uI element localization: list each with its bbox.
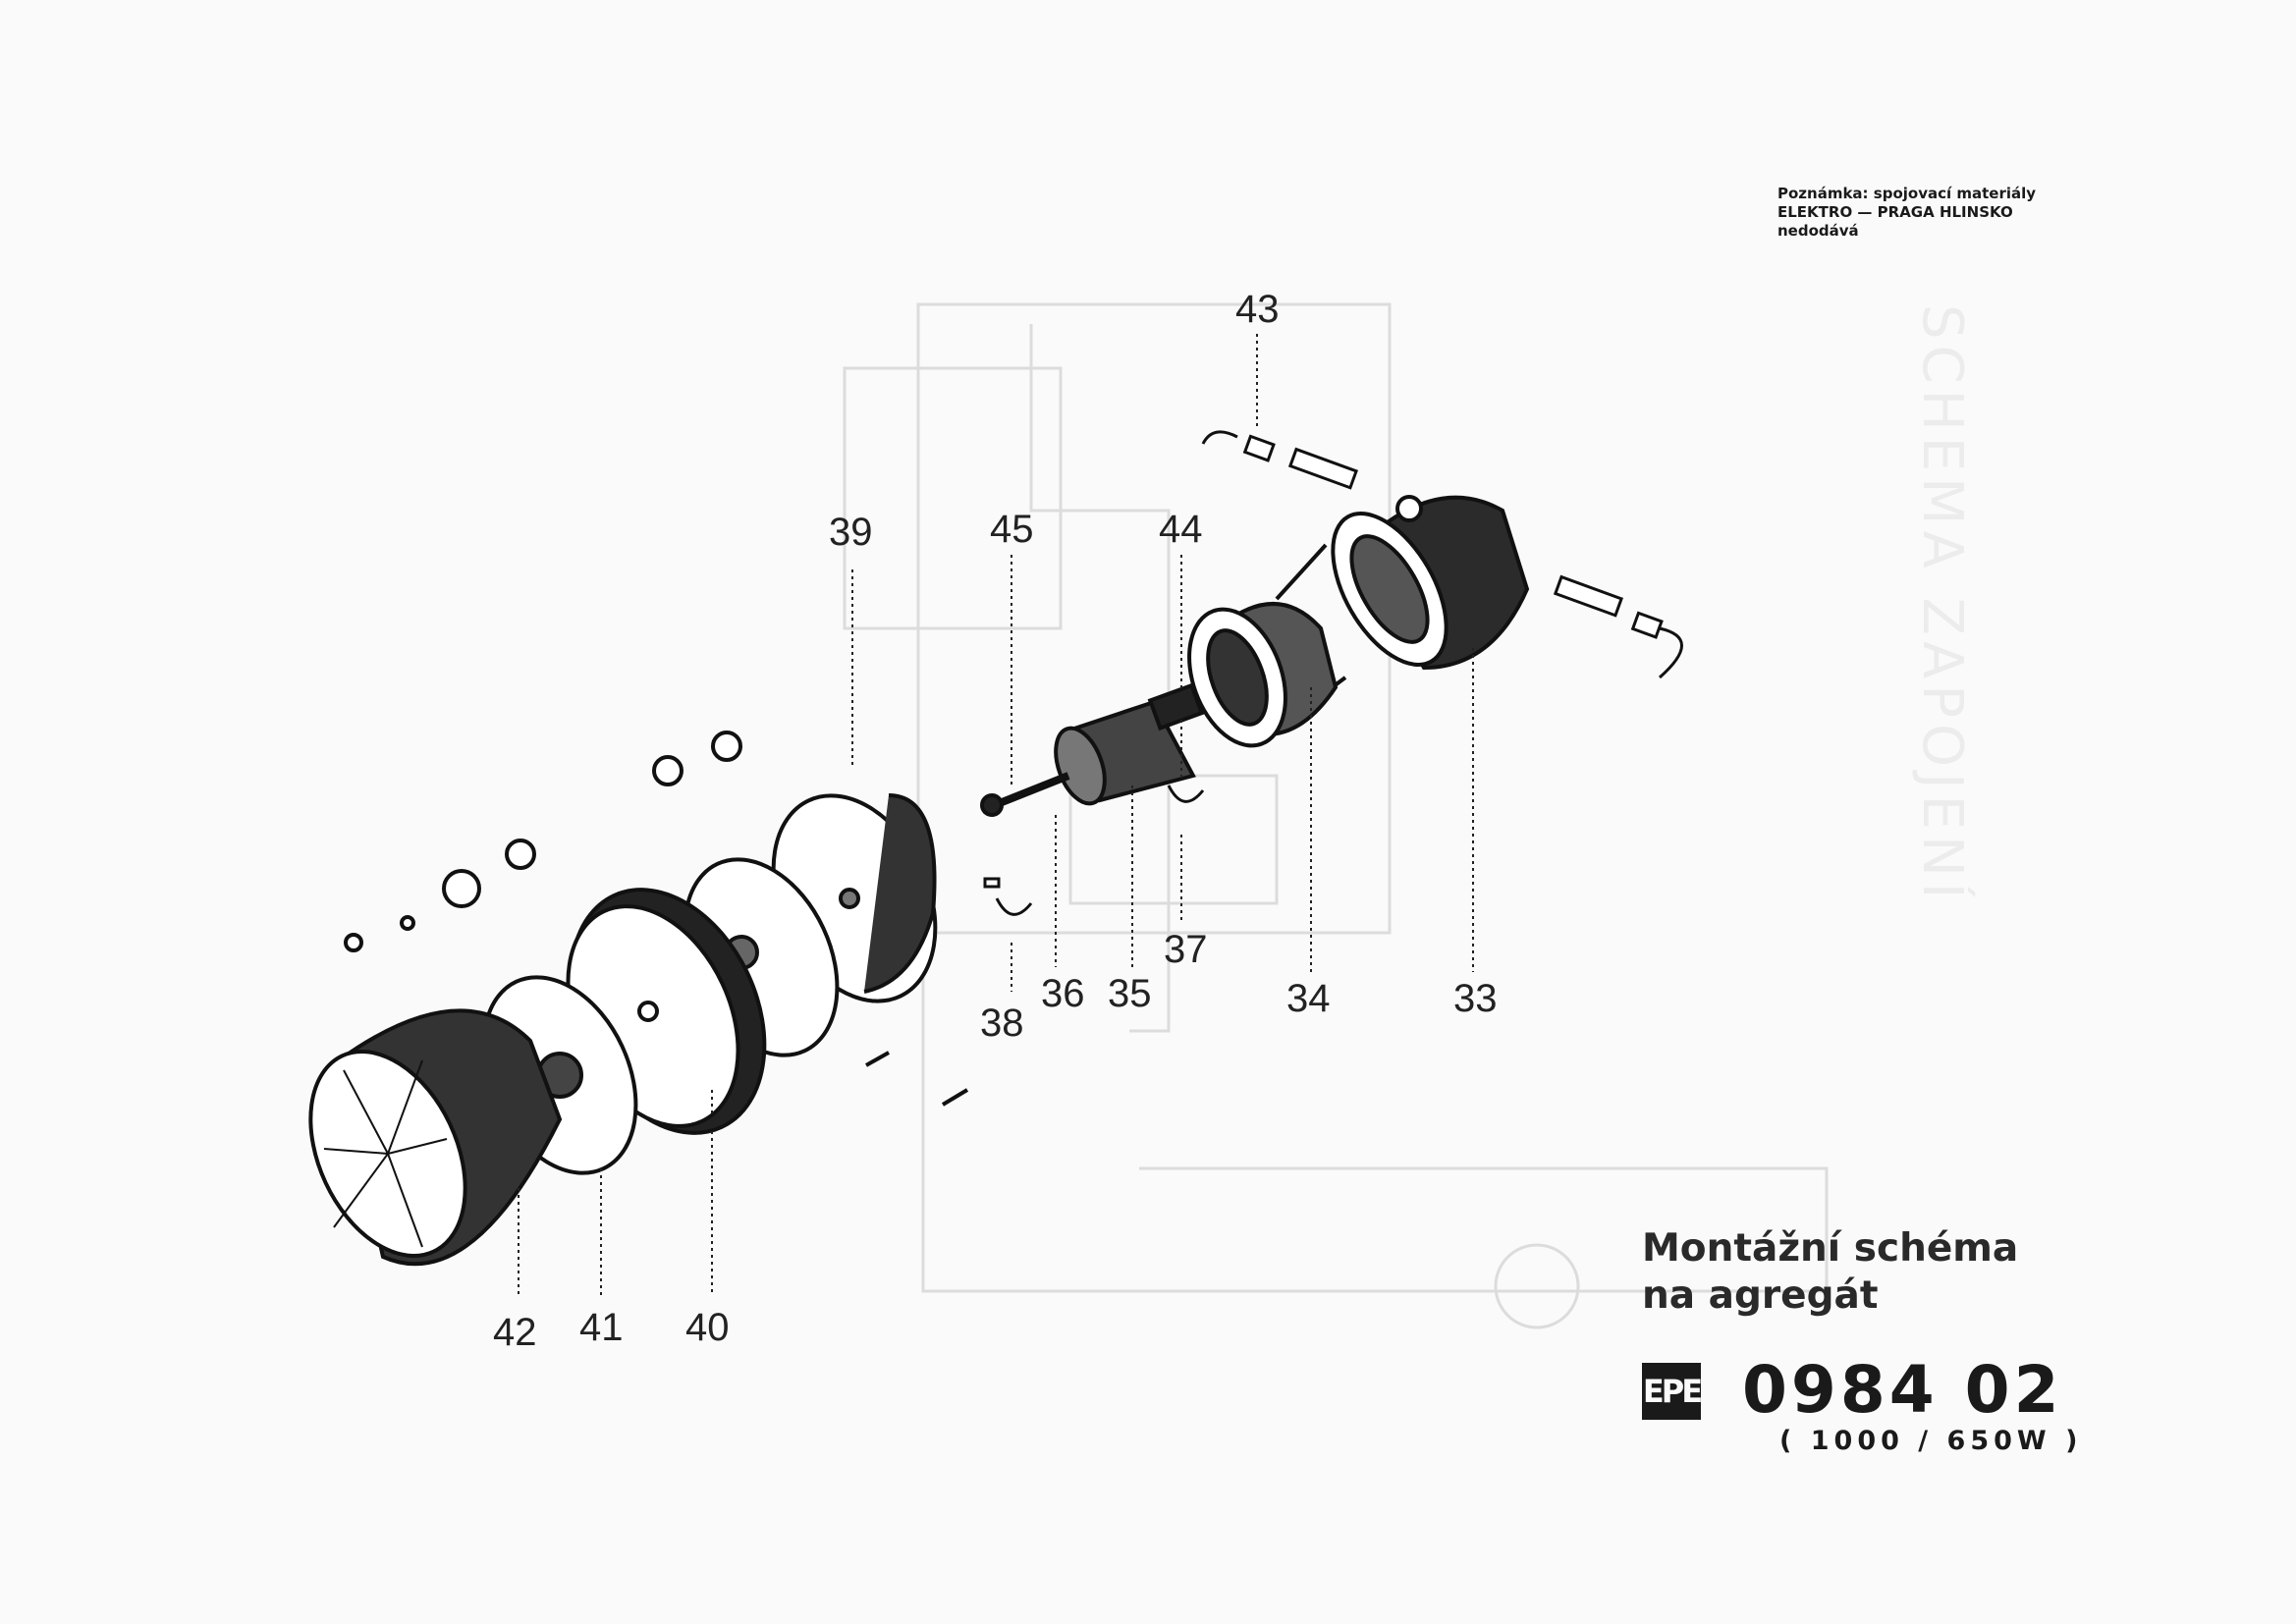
note-line-2: ELEKTRO — PRAGA HLINSKO <box>1777 203 2013 221</box>
manufacturer-logo: EPE <box>1642 1363 1703 1420</box>
background-schematic <box>843 302 1829 1329</box>
label-39: 39 <box>829 511 873 554</box>
part-35-rotor <box>980 682 1205 817</box>
label-45: 45 <box>990 508 1034 551</box>
note-line-1: Poznámka: spojovací materiály <box>1777 185 2037 202</box>
note-line-3: nedodává <box>1777 222 1859 240</box>
label-34: 34 <box>1286 977 1331 1020</box>
screws <box>865 1051 969 1107</box>
title-line-2: na agregát <box>1642 1273 1879 1318</box>
label-33: 33 <box>1453 977 1498 1020</box>
part-34-stator <box>1187 602 1339 748</box>
drawing-number: 0984 02 <box>1742 1352 2063 1428</box>
label-42: 42 <box>493 1311 537 1354</box>
drawing-title: Montážní schéma na agregát <box>1642 1225 2018 1320</box>
part-39-end-shield <box>505 731 938 1003</box>
background-watermark: SCHEMA ZAPOJENÍ <box>1910 304 1974 905</box>
label-44: 44 <box>1159 508 1203 551</box>
title-line-1: Montážní schéma <box>1642 1226 2019 1271</box>
power-rating: ( 1000 / 650W ) <box>1779 1426 2083 1456</box>
label-37: 37 <box>1164 928 1208 971</box>
leader-lines <box>518 334 1474 1296</box>
part-42-cover <box>308 869 638 1267</box>
label-41: 41 <box>579 1306 624 1349</box>
label-38: 38 <box>980 1001 1024 1045</box>
label-40: 40 <box>685 1306 730 1349</box>
supply-note: Poznámka: spojovací materiály ELEKTRO — … <box>1777 185 2036 241</box>
label-35: 35 <box>1108 972 1152 1015</box>
part-43-carbon-brushes <box>1201 430 1683 679</box>
label-43: 43 <box>1235 288 1280 331</box>
label-36: 36 <box>1041 972 1085 1015</box>
part-37-clip <box>983 785 1205 916</box>
